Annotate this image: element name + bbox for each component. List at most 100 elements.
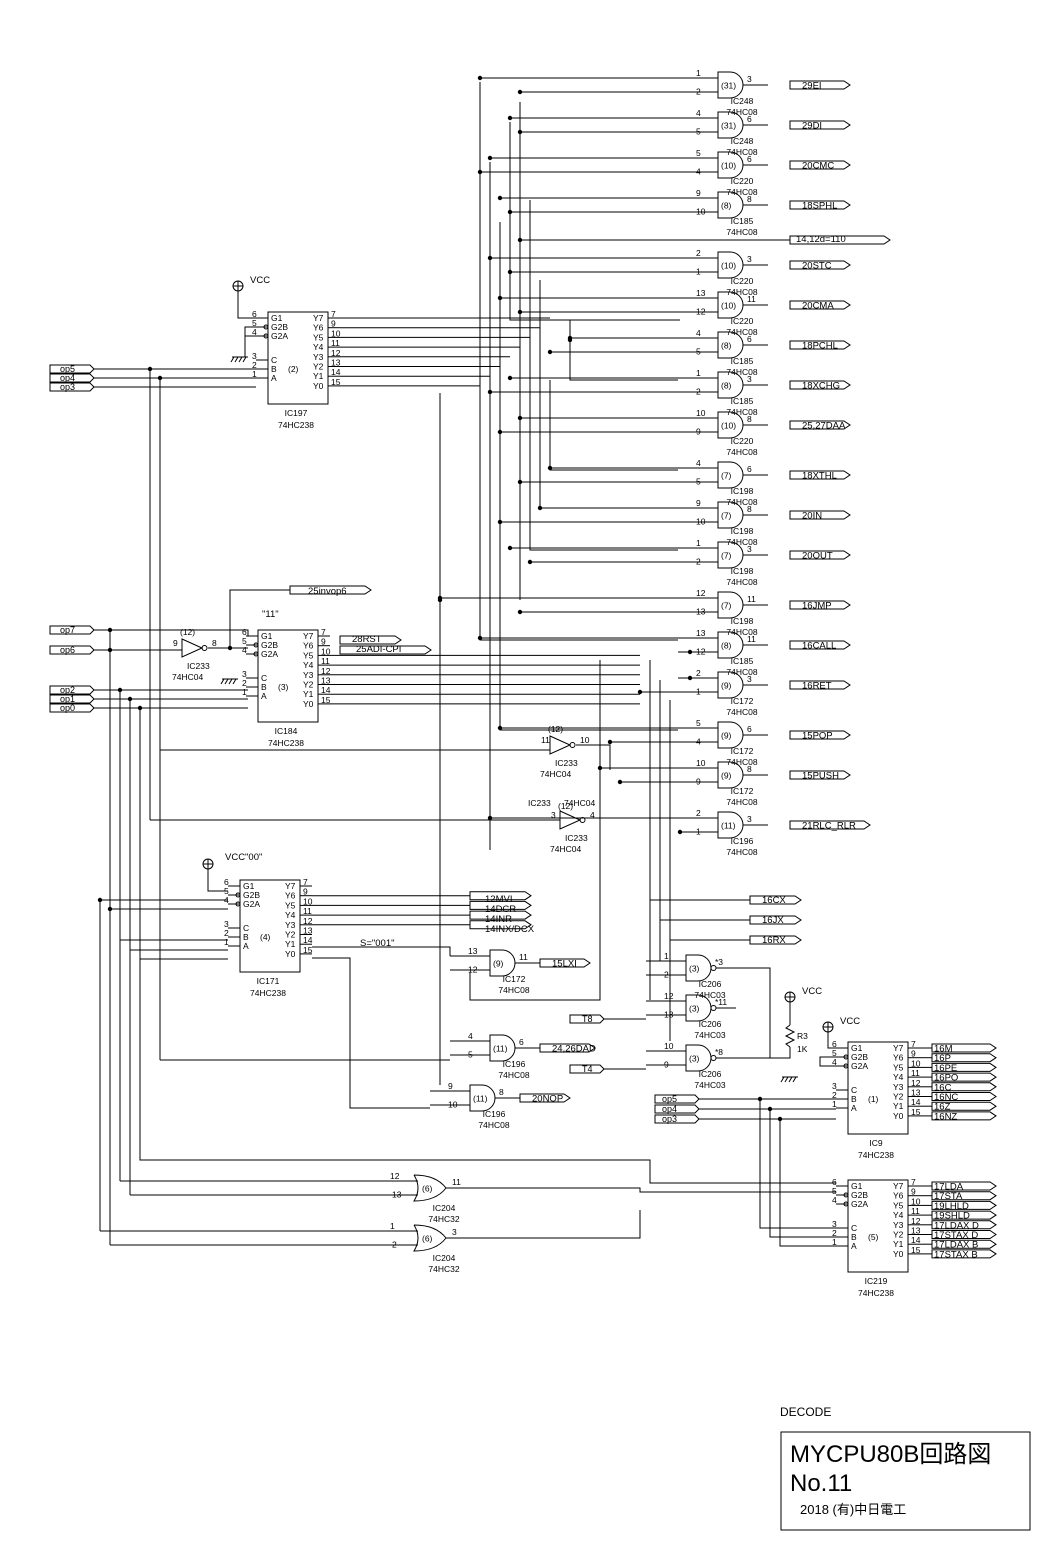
- and-gate-body: [717, 291, 744, 319]
- gate-part: 74HC08: [726, 147, 757, 157]
- gate-part: 74HC08: [726, 367, 757, 377]
- output-flag: [789, 640, 851, 650]
- decoder-pin-number: 11: [911, 1068, 920, 1078]
- gate-part: 74HC32: [428, 1214, 459, 1224]
- ic219-output-flag: [931, 1210, 997, 1220]
- wire: [736, 967, 771, 1059]
- signal-label-s001: S="001": [360, 938, 394, 949]
- decoder-pin-name: Y6: [313, 323, 324, 333]
- output-flag: [469, 891, 532, 901]
- resistor: [784, 1024, 796, 1048]
- ground-symbol: [224, 678, 229, 685]
- gate-part: 74HC08: [726, 447, 757, 457]
- output-label: 15PUSH: [802, 771, 839, 782]
- gate-pin-number: 13: [468, 946, 478, 956]
- gate-pin-number: 3: [747, 74, 752, 84]
- vcc-label: VCC: [250, 275, 270, 286]
- decoder-pin-number: 5: [224, 886, 229, 896]
- decoder-pin-number: 5: [252, 318, 257, 328]
- inverter-ref: IC233: [187, 661, 210, 671]
- ic9-output-flag: [931, 1053, 997, 1063]
- decoder-pin-number: 15: [911, 1107, 921, 1117]
- gate-pin-number: 8: [499, 1087, 504, 1097]
- ground-symbol: [228, 678, 233, 685]
- decoder-pin-name: G2B: [271, 322, 288, 332]
- decoder-pin-number: 4: [224, 895, 229, 905]
- gate-pin-number: 5: [696, 477, 701, 487]
- output-flag: [789, 550, 851, 560]
- decoder-unit: (2): [288, 364, 299, 374]
- wire: [819, 1056, 836, 1067]
- gate-pin-number: 4: [696, 108, 701, 118]
- port-t8: T8: [582, 1014, 593, 1024]
- gate-ref: IC204: [433, 1203, 456, 1213]
- gate-pin-number: 11: [747, 594, 756, 604]
- gate-part: 74HC08: [726, 797, 757, 807]
- gate-unit: (10): [721, 261, 736, 271]
- gate-pin-number: 1: [390, 1221, 395, 1231]
- gate-pin-number: 3: [452, 1227, 457, 1237]
- output-flag: [539, 958, 591, 968]
- and-gate-body: [717, 631, 744, 659]
- inverter-unit: (12): [558, 801, 573, 811]
- inverter-pin-number: 10: [580, 735, 590, 745]
- output-flag: [469, 920, 532, 930]
- or-gate-body: [413, 1224, 447, 1252]
- decoder-pin-number: 1: [252, 369, 257, 379]
- inverter-part: 74HC04: [550, 844, 581, 854]
- decoder-pin-number: 11: [911, 1206, 920, 1216]
- ic9-output-flag-label: 16M: [934, 1044, 953, 1055]
- signal-label-14-12d: 14,12d=110: [796, 234, 846, 245]
- gate-pin-number: 10: [696, 207, 706, 217]
- decoder-pin-number: 10: [321, 646, 331, 656]
- decoder-pin-number: 5: [832, 1048, 837, 1058]
- decoder-pin-name: Y1: [893, 1239, 904, 1249]
- decoder-pin-number: 14: [911, 1097, 921, 1107]
- decoder-pin-number: 4: [832, 1057, 837, 1067]
- junction-dot: [487, 255, 493, 261]
- wire: [469, 660, 601, 1001]
- decoder-pin-name: Y2: [893, 1230, 904, 1240]
- decoder-pin-name: G2B: [243, 890, 260, 900]
- signal-label-inr: 14INR: [485, 914, 512, 925]
- and-gate-body: [717, 191, 744, 219]
- ic219-output-flag-label: 17STAX D: [934, 1230, 978, 1241]
- title-line-3: 2018 (有)中日電工: [800, 1502, 906, 1517]
- decoder-pin-name: Y3: [303, 670, 314, 680]
- decoder-pin-name: G2B: [851, 1190, 868, 1200]
- output-label: 20OUT: [802, 551, 833, 562]
- port-right-op4: op4: [662, 1104, 677, 1114]
- junction-dot: [507, 115, 513, 121]
- output-label: 20IN: [802, 511, 822, 522]
- inversion-bubble: [235, 892, 241, 898]
- decoder-pin-name: Y5: [893, 1062, 904, 1072]
- gate-pin-number: 9: [696, 777, 701, 787]
- gate-pin-number: 10: [664, 1041, 674, 1051]
- input-ports-t8-t4: T8 T4: [569, 1014, 605, 1074]
- gate-ref: IC185: [731, 356, 754, 366]
- and-gate-body: [717, 111, 744, 139]
- junction-dot: [517, 609, 523, 615]
- junction-dot: [607, 739, 613, 745]
- gate-part: 74HC32: [428, 1264, 459, 1274]
- output-flag: [519, 1093, 571, 1103]
- title-line-2: No.11: [790, 1470, 852, 1497]
- port-op3: op3: [60, 382, 75, 392]
- and-gate-body: [469, 1084, 496, 1112]
- output-label: 20STC: [802, 261, 832, 272]
- ic219-output-flag: [931, 1249, 997, 1259]
- and-gate-body: [717, 331, 744, 359]
- inverter-body: [181, 638, 204, 658]
- decoder-pin-number: 10: [331, 328, 341, 338]
- gate-pin-number: 12: [390, 1171, 400, 1181]
- decoder-pin-number: 6: [242, 627, 247, 637]
- inversion-bubble: [253, 651, 259, 657]
- decoder-ic197: [267, 311, 329, 405]
- decoder-pin-number: 13: [321, 676, 331, 686]
- output-label: 29DI: [802, 121, 822, 132]
- output-label: 20NOP: [532, 1094, 563, 1105]
- decoder-pin-number: 1: [832, 1237, 837, 1247]
- wire: [237, 291, 256, 319]
- and-gate-body: [489, 949, 516, 977]
- gate-part: 74HC08: [726, 497, 757, 507]
